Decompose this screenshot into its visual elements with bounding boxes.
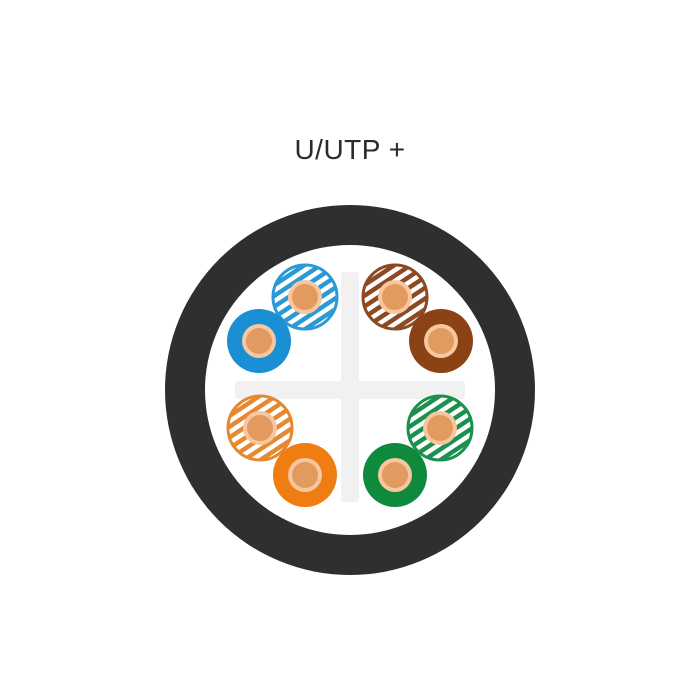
brown-solid-wire: [409, 309, 473, 373]
separator-horizontal: [235, 381, 465, 399]
blue-pair-stripe: [273, 274, 337, 329]
green-pair-stripe: [408, 396, 472, 443]
blue-solid-wire: [227, 309, 291, 373]
blue-striped-outline: [271, 263, 339, 331]
cable-title: U/UTP +: [294, 134, 406, 165]
cross-separator: [235, 272, 465, 502]
brown-pair-stripe: [363, 265, 427, 312]
green-pair-stripe: [408, 413, 472, 460]
orange-solid-conductor: [292, 462, 318, 488]
orange-striped-outline: [226, 394, 294, 462]
blue-pair-stripe: [273, 265, 337, 312]
brown-pair-stripe: [363, 274, 427, 329]
green-pair-stripe: [408, 405, 472, 460]
orange-pair-stripe: [228, 396, 292, 443]
brown-striped-conductor: [382, 284, 408, 310]
orange-pair-stripe: [228, 413, 292, 460]
green-striped-conductor: [427, 415, 453, 441]
orange-pair-stripe: [228, 405, 292, 460]
blue-striped-conductor: [292, 284, 318, 310]
brown-striped-outline: [361, 263, 429, 331]
blue-pair-stripe: [273, 282, 337, 329]
green-pair-stripe: [408, 396, 472, 451]
blue-pair: [227, 263, 339, 373]
orange-solid-wire: [273, 443, 337, 507]
brown-pair-stripe: [363, 265, 427, 320]
blue-pair-stripe: [273, 265, 337, 320]
blue-solid-conductor: [246, 328, 272, 354]
orange-pair-stripe: [228, 396, 292, 451]
brown-pair-stripe: [363, 282, 427, 329]
green-solid-wire: [363, 443, 427, 507]
orange-pair: [226, 394, 337, 507]
green-solid-conductor: [382, 462, 408, 488]
green-striped-outline: [406, 394, 474, 462]
brown-solid-conductor: [428, 328, 454, 354]
orange-striped-conductor: [247, 415, 273, 441]
